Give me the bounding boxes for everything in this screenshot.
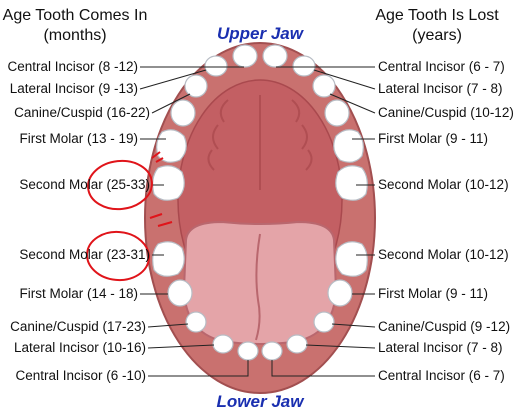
tooth-lower-first-molar-right [327, 279, 353, 307]
right-header-unit: (years) [412, 27, 462, 44]
label-upper-central-incisor-in: Central Incisor (8 -12) [7, 59, 138, 74]
leader-lower-canine-right [331, 323, 376, 328]
leader-lower-lateral-right [305, 344, 376, 349]
label-lower-second-molar-age: (23-31) [106, 247, 150, 262]
label-upper-central-incisor-lost: Central Incisor (6 - 7) [378, 59, 505, 74]
label-upper-second-molar-in: Second Molar (25-33) [19, 177, 150, 193]
leader-lines [139, 66, 376, 377]
leader-upper-canine-left [151, 93, 191, 114]
tooth-lower-central-incisor-left [237, 341, 259, 361]
leader-lower-central-right [271, 360, 375, 377]
right-header-title: Age Tooth Is Lost [375, 7, 499, 24]
label-lower-canine-in: Canine/Cuspid (17-23) [10, 319, 146, 334]
label-upper-canine-lost: Canine/Cuspid (10-12) [378, 105, 514, 120]
tooth-upper-central-incisor-left [232, 44, 258, 68]
leader-lower-canine-left [147, 323, 189, 328]
tooth-upper-lateral-incisor-left [204, 55, 228, 77]
label-upper-second-molar-age: (25-33) [106, 177, 150, 192]
tooth-lower-canine-right [313, 311, 335, 333]
label-upper-first-molar-lost: First Molar (9 - 11) [378, 131, 489, 146]
tooth-upper-molar-a-right [333, 129, 364, 163]
leader-upper-canine-right [329, 93, 376, 114]
tooth-upper-lateral-incisor-right [292, 55, 316, 77]
leader-lower-central-left [148, 360, 249, 377]
leader-lower-lateral-left [147, 344, 215, 349]
tooth-upper-canine-left [184, 74, 208, 98]
tooth-lower-canine-left [185, 311, 207, 333]
palate-ridges [207, 95, 313, 190]
lower-jaw-label: Lower Jaw [216, 392, 304, 411]
tooth-upper-first-molar-left [170, 99, 196, 127]
tooth-lower-second-molar-left [152, 241, 185, 277]
left-header-title: Age Tooth Comes In [2, 7, 148, 24]
label-lower-lateral-incisor-lost: Lateral Incisor (7 - 8) [378, 340, 503, 355]
tick-mark-3 [149, 213, 163, 219]
leader-upper-lateral-right [313, 69, 376, 90]
left-header: Age Tooth Comes In (months) [0, 6, 150, 46]
label-lower-first-molar-lost: First Molar (9 - 11) [378, 286, 489, 301]
tooth-lower-second-molar-right [335, 241, 368, 277]
label-upper-lateral-incisor-lost: Lateral Incisor (7 - 8) [378, 81, 503, 96]
label-lower-second-molar-in: Second Molar (23-31) [19, 247, 150, 263]
label-lower-lateral-incisor-in: Lateral Incisor (10-16) [13, 340, 146, 355]
tooth-upper-molar-b-left [152, 165, 185, 201]
right-header: Age Tooth Is Lost (years) [362, 6, 512, 46]
upper-jaw-label: Upper Jaw [217, 24, 303, 43]
label-upper-canine-in: Canine/Cuspid (16-22) [14, 105, 150, 120]
upper-teeth [152, 44, 368, 201]
leader-upper-lateral-left [139, 69, 207, 90]
tongue-groove [255, 233, 261, 341]
lower-teeth [152, 241, 368, 361]
label-lower-central-incisor-lost: Central Incisor (6 - 7) [378, 368, 505, 383]
label-upper-first-molar-in: First Molar (13 - 19) [19, 131, 138, 146]
left-header-unit: (months) [43, 27, 107, 44]
tooth-upper-molar-a-left [156, 129, 187, 163]
tooth-upper-molar-b-right [335, 165, 368, 201]
label-lower-second-molar-name: Second Molar [19, 247, 107, 262]
label-lower-canine-lost: Canine/Cuspid (9 -12) [378, 319, 511, 334]
tick-mark-2 [155, 157, 164, 163]
tick-mark-4 [157, 221, 173, 227]
label-upper-second-molar-lost: Second Molar (10-12) [378, 177, 509, 192]
tooth-upper-canine-right [312, 74, 336, 98]
tooth-upper-first-molar-right [324, 99, 350, 127]
tooth-lower-lateral-incisor-left [212, 334, 234, 354]
label-lower-second-molar-lost: Second Molar (10-12) [378, 247, 509, 262]
label-upper-lateral-incisor-in: Lateral Incisor (9 -13) [9, 81, 138, 96]
label-lower-first-molar-in: First Molar (14 - 18) [19, 286, 138, 301]
tooth-lower-first-molar-left [167, 279, 193, 307]
circle-upper-second-molar [87, 159, 153, 211]
label-lower-central-incisor-in: Central Incisor (6 -10) [15, 368, 146, 383]
tooth-lower-lateral-incisor-right [286, 334, 308, 354]
tick-mark-1 [151, 151, 161, 159]
red-annotations [86, 151, 173, 282]
label-upper-second-molar-name: Second Molar [19, 177, 107, 192]
tooth-lower-central-incisor-right [261, 341, 283, 361]
circle-lower-second-molar [86, 230, 150, 282]
tooth-upper-central-incisor-right [262, 44, 288, 68]
